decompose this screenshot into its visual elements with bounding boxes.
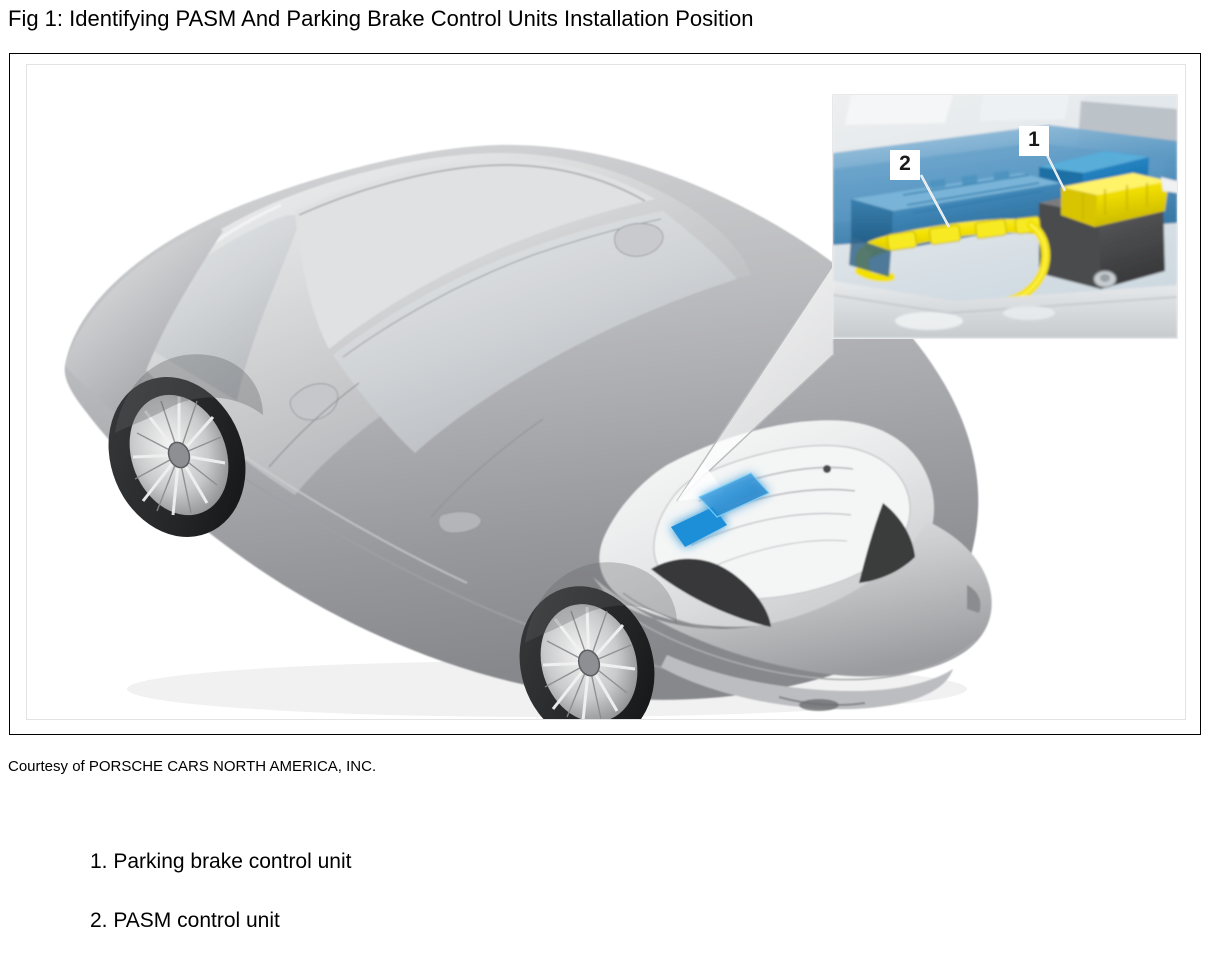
car-body: [64, 144, 992, 711]
front-wheel: [108, 377, 246, 537]
legend-item-1: 1. Parking brake control unit: [90, 850, 352, 873]
rear-wheel: [519, 586, 655, 719]
legend-item-2: 2. PASM control unit: [90, 909, 280, 932]
figure-frame: 1 2: [9, 53, 1201, 735]
detail-photo-inset: 1 2: [833, 95, 1177, 338]
courtesy-line: Courtesy of PORSCHE CARS NORTH AMERICA, …: [8, 758, 377, 775]
car-illustration: [64, 144, 992, 719]
inset-label-1: 1: [1019, 126, 1049, 156]
figure-title: Fig 1: Identifying PASM And Parking Brak…: [8, 6, 754, 31]
inset-label-2: 2: [890, 150, 920, 180]
control-unit-highlight: [671, 473, 769, 547]
detail-photo-graphic: [833, 95, 1177, 338]
legend-list: 1. Parking brake control unit 2. PASM co…: [90, 848, 790, 966]
illustration-stage: 1 2: [27, 65, 1185, 719]
figure-inner-border: 1 2: [26, 64, 1186, 720]
